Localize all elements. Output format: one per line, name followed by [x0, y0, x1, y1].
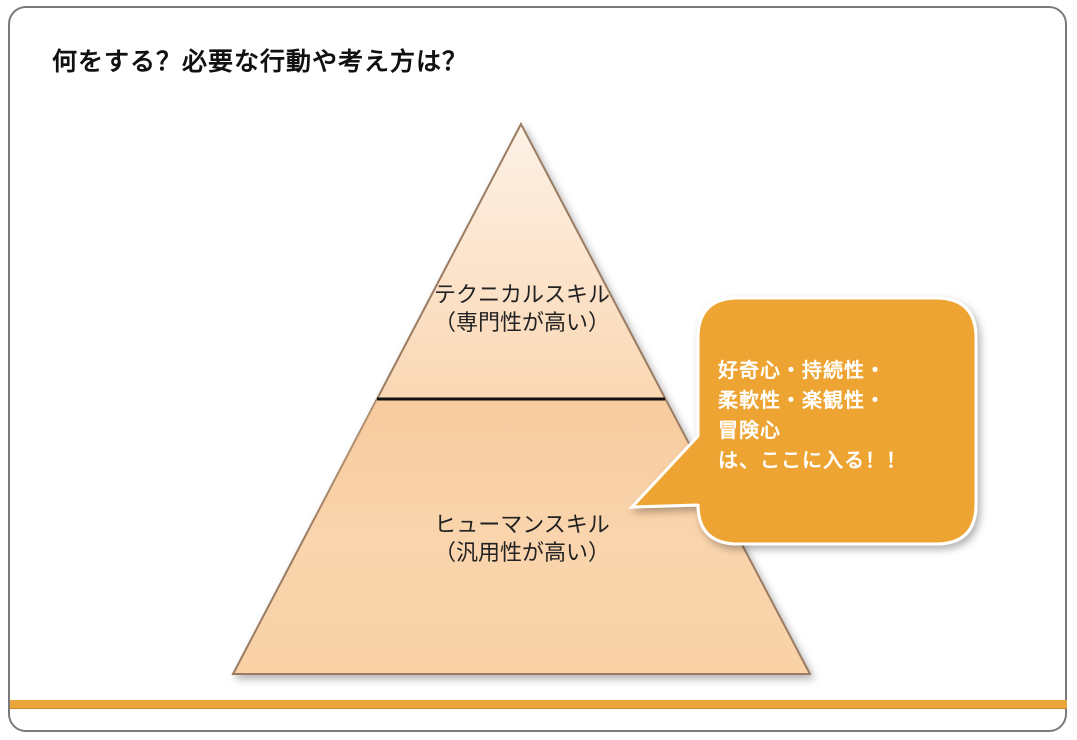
footer-accent-bar [10, 700, 1067, 709]
human-skill-label: ヒューマンスキル （汎用性が高い） [412, 512, 632, 568]
technical-skill-label: テクニカルスキル （専門性が高い） [412, 282, 632, 338]
callout-line: 冒険心 [718, 418, 781, 442]
human-skill-note: （汎用性が高い） [433, 541, 610, 566]
technical-skill-note: （専門性が高い） [433, 311, 610, 336]
callout-line: 柔軟性・楽観性・ [718, 388, 886, 412]
callout-line: 好奇心・持続性・ [718, 358, 886, 382]
pyramid-lower-band [302, 399, 740, 540]
callout-text: 好奇心・持続性・ 柔軟性・楽観性・ 冒険心 は、ここに入る！！ [718, 355, 907, 475]
speech-bubble [628, 296, 978, 546]
human-skill-name: ヒューマンスキル [434, 513, 610, 538]
technical-skill-name: テクニカルスキル [433, 283, 610, 308]
slide-title: 何をする？必要な行動や考え方は？ [52, 47, 469, 76]
callout-line: は、ここに入る！！ [718, 448, 907, 472]
